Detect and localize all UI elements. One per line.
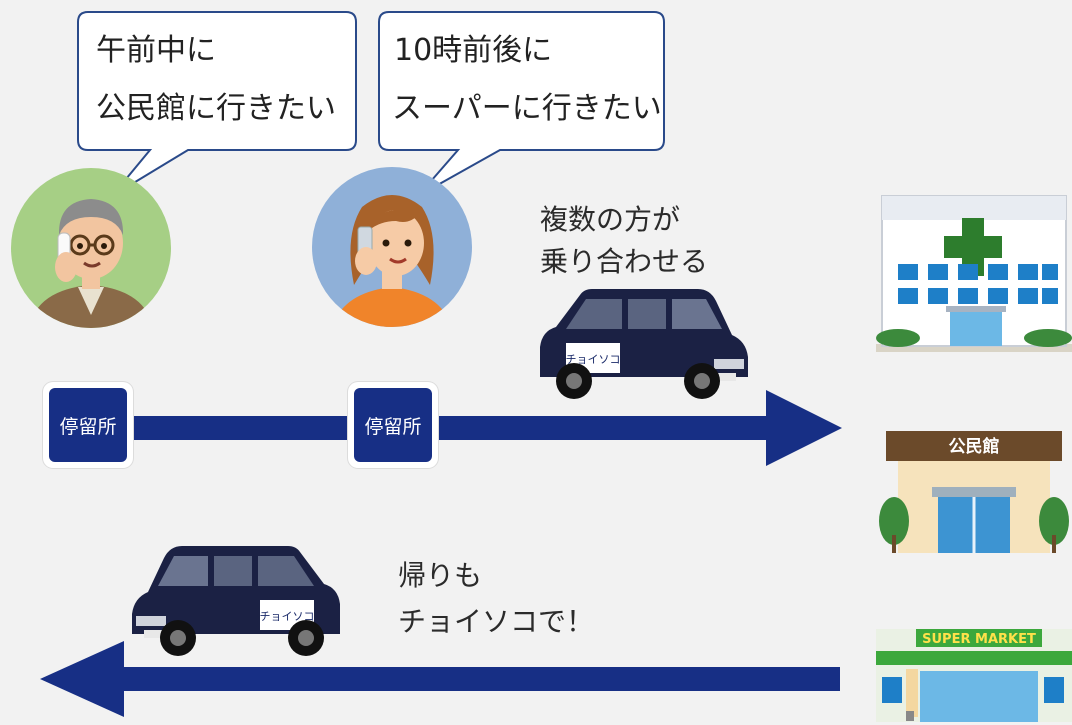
bubble-left-line2: 公民館に行きたい (96, 91, 336, 126)
bus-stop-1: 停留所 (43, 382, 133, 468)
woman-avatar (312, 167, 472, 327)
bubble-left-line1: 午前中に (96, 33, 216, 68)
bus-stop-2: 停留所 (348, 382, 438, 468)
hospital-icon (876, 195, 1072, 352)
rideshare-caption-line1: 複数の方が (540, 203, 681, 236)
rideshare-caption-line2: 乗り合わせる (540, 245, 709, 278)
speech-bubbles (77, 11, 665, 197)
bus-stop-1-label: 停留所 (49, 388, 127, 462)
taxi-outbound-decal: チョイソコ (566, 353, 621, 366)
taxi-return-decal: チョイソコ (260, 610, 315, 623)
bubble-right-line1: 10時前後に (394, 33, 553, 68)
taxi-return-icon: チョイソコ (132, 546, 340, 656)
supermarket-icon: SUPER MARKET (876, 629, 1072, 722)
return-caption-line1: 帰りも (398, 559, 483, 592)
supermarket-sign: SUPER MARKET (922, 632, 1036, 647)
bubble-right-line2: スーパーに行きたい (392, 91, 662, 126)
speech-bubble-right (378, 11, 665, 197)
community-center-icon: 公民館 (879, 431, 1069, 553)
return-route-arrow (40, 641, 840, 717)
speech-bubble-left (77, 11, 357, 197)
bus-stop-2-label: 停留所 (354, 388, 432, 462)
community-center-sign: 公民館 (949, 436, 1000, 457)
elderly-man-avatar (11, 168, 171, 328)
taxi-outbound-icon: チョイソコ (540, 289, 748, 399)
return-caption-line2: チョイソコで！ (398, 605, 595, 638)
